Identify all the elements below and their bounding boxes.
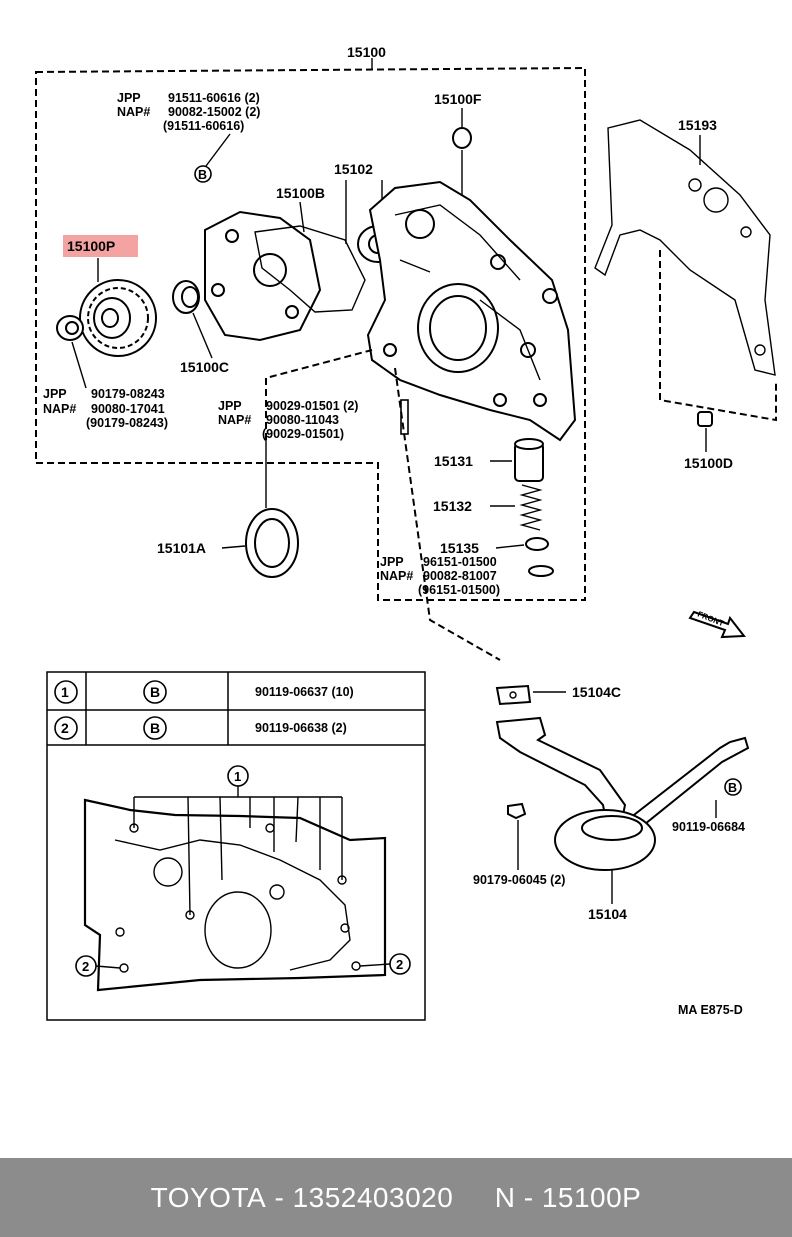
part-label-15101A[interactable]: 15101A bbox=[157, 540, 206, 556]
cover-gasket-icon bbox=[594, 119, 776, 376]
part-label-15104[interactable]: 15104 bbox=[588, 906, 627, 922]
footer-oem-number[interactable]: 1352403020 bbox=[292, 1181, 454, 1213]
spring-icon bbox=[519, 484, 543, 531]
table-row2-num: 2 bbox=[61, 720, 69, 736]
bolt-ref-alt-value: (91511-60616) bbox=[163, 119, 244, 133]
clip-ref-jpp-value: 96151-01500 bbox=[423, 555, 497, 569]
part-label-15135[interactable]: 15135 bbox=[440, 540, 479, 556]
footer-position-code[interactable]: 15100P bbox=[541, 1181, 642, 1213]
oil-seal-15100C-icon bbox=[172, 280, 200, 314]
pump-cover-icon bbox=[204, 210, 322, 342]
part-label-15131[interactable]: 15131 bbox=[434, 453, 473, 469]
nut-ref-jpp-value: 90179-08243 bbox=[91, 387, 165, 401]
footer-separator: - bbox=[266, 1181, 293, 1213]
clip-ref-alt-value: (96151-01500) bbox=[418, 583, 500, 597]
pin-ref-nap: NAP# bbox=[218, 413, 251, 427]
nut-ref-jpp: JPP bbox=[43, 387, 67, 401]
clip-ref-nap: NAP# bbox=[380, 569, 413, 583]
nut-icon bbox=[56, 315, 84, 341]
strainer-b-symbol: B bbox=[728, 781, 737, 795]
oil-seal-15101A-icon bbox=[245, 508, 299, 578]
part-label-15100P[interactable]: 15100P bbox=[67, 238, 115, 254]
pin-ref-group: JPP NAP# 90029-01501 (2) 90080-11043 (90… bbox=[218, 399, 409, 441]
part-number-footer: TOYOTA - 1352403020 N - 15100P bbox=[0, 1158, 792, 1237]
retainer-icon bbox=[525, 537, 549, 551]
nut-ref-nap-value: 90080-17041 bbox=[91, 402, 165, 416]
highlight-15100P bbox=[63, 235, 138, 257]
table-row2-sym: B bbox=[150, 720, 160, 736]
footer-position-prefix: N - bbox=[494, 1181, 542, 1213]
part-label-90119-06684[interactable]: 90119-06684 bbox=[672, 820, 745, 834]
table-row2-sym-icon bbox=[143, 716, 167, 740]
part-label-15100C[interactable]: 15100C bbox=[180, 359, 229, 375]
table-row2-part[interactable]: 90119-06638 (2) bbox=[255, 721, 347, 735]
pin-ref-jpp-value: 90029-01501 (2) bbox=[266, 399, 358, 413]
bolt-b-symbol: B bbox=[198, 168, 207, 182]
bolt-ref-nap-value: 90082-15002 (2) bbox=[168, 105, 260, 119]
table-row1-part[interactable]: 90119-06637 (10) bbox=[255, 685, 354, 699]
assembly-number-label: 15100 bbox=[347, 44, 386, 60]
part-label-15100D[interactable]: 15100D bbox=[684, 455, 733, 471]
part-label-90179-06045[interactable]: 90179-06045 (2) bbox=[473, 873, 565, 887]
pin-ref-nap-value: 90080-11043 bbox=[266, 413, 339, 427]
part-label-15102[interactable]: 15102 bbox=[334, 161, 373, 177]
bolt-ref-nap: NAP# bbox=[117, 105, 150, 119]
part-label-15100B[interactable]: 15100B bbox=[276, 185, 325, 201]
bolt-ref-jpp: JPP bbox=[117, 91, 141, 105]
pump-gasket-icon bbox=[254, 225, 366, 313]
diagram-code: MA E875-D bbox=[678, 1003, 743, 1017]
front-arrow-icon: FRONT bbox=[688, 610, 746, 639]
nut-ref-alt-value: (90179-08243) bbox=[86, 416, 168, 430]
pin-ref-jpp: JPP bbox=[218, 399, 242, 413]
clip-ref-jpp: JPP bbox=[380, 555, 404, 569]
drive-gear-icon bbox=[79, 279, 157, 357]
part-label-15100F[interactable]: 15100F bbox=[434, 91, 482, 107]
part-label-15132[interactable]: 15132 bbox=[433, 498, 472, 514]
bolt-ref-group: JPP NAP# 91511-60616 (2) 90082-15002 (2)… bbox=[117, 91, 260, 183]
bolt-location-inset: 1 2 2 bbox=[75, 765, 411, 992]
strainer-nut-icon bbox=[507, 802, 527, 820]
inset-callout-2-right: 2 bbox=[396, 957, 403, 972]
nut-ref-nap: NAP# bbox=[43, 402, 76, 416]
pin-ref-alt-value: (90029-01501) bbox=[262, 427, 344, 441]
plug-15100F-icon bbox=[452, 127, 472, 149]
inset-callout-2-left: 2 bbox=[82, 959, 89, 974]
clip-icon bbox=[528, 565, 554, 577]
strainer-gasket-icon bbox=[495, 684, 532, 706]
table-row1-num: 1 bbox=[61, 684, 69, 700]
table-row1-sym: B bbox=[150, 684, 160, 700]
bolt-table: 1 B 90119-06637 (10) 2 B 90119-06638 (2) bbox=[46, 671, 426, 1021]
part-label-15104C[interactable]: 15104C bbox=[572, 684, 621, 700]
parts-diagram: 15100 JPP NAP# 91511-60616 (2) 90082-150… bbox=[35, 44, 777, 1021]
table-row2-num-icon bbox=[54, 716, 78, 740]
table-row1-num-icon bbox=[54, 680, 78, 704]
footer-spacer bbox=[453, 1182, 494, 1214]
bolt-b-symbol-icon bbox=[194, 165, 212, 183]
assembly-frame bbox=[35, 66, 586, 601]
oil-strainer-icon bbox=[495, 716, 750, 871]
bolt-ref-jpp-value: 91511-60616 (2) bbox=[168, 91, 260, 105]
relief-valve-icon bbox=[514, 438, 544, 482]
nut-ref-group: JPP NAP# 90179-08243 90080-17041 (90179-… bbox=[43, 387, 168, 430]
clip-ref-nap-value: 90082-81007 bbox=[423, 569, 497, 583]
clip-ref-group: JPP NAP# 96151-01500 90082-81007 (96151-… bbox=[380, 555, 500, 597]
part-label-15193[interactable]: 15193 bbox=[678, 117, 717, 133]
oil-pump-body-icon bbox=[366, 180, 577, 442]
footer-brand: TOYOTA bbox=[150, 1181, 267, 1213]
inset-callout-1: 1 bbox=[234, 769, 241, 784]
table-row1-sym-icon bbox=[143, 680, 167, 704]
bolt-b-symbol-strainer-icon: B bbox=[724, 778, 742, 796]
pin-15100D-icon bbox=[697, 411, 713, 427]
